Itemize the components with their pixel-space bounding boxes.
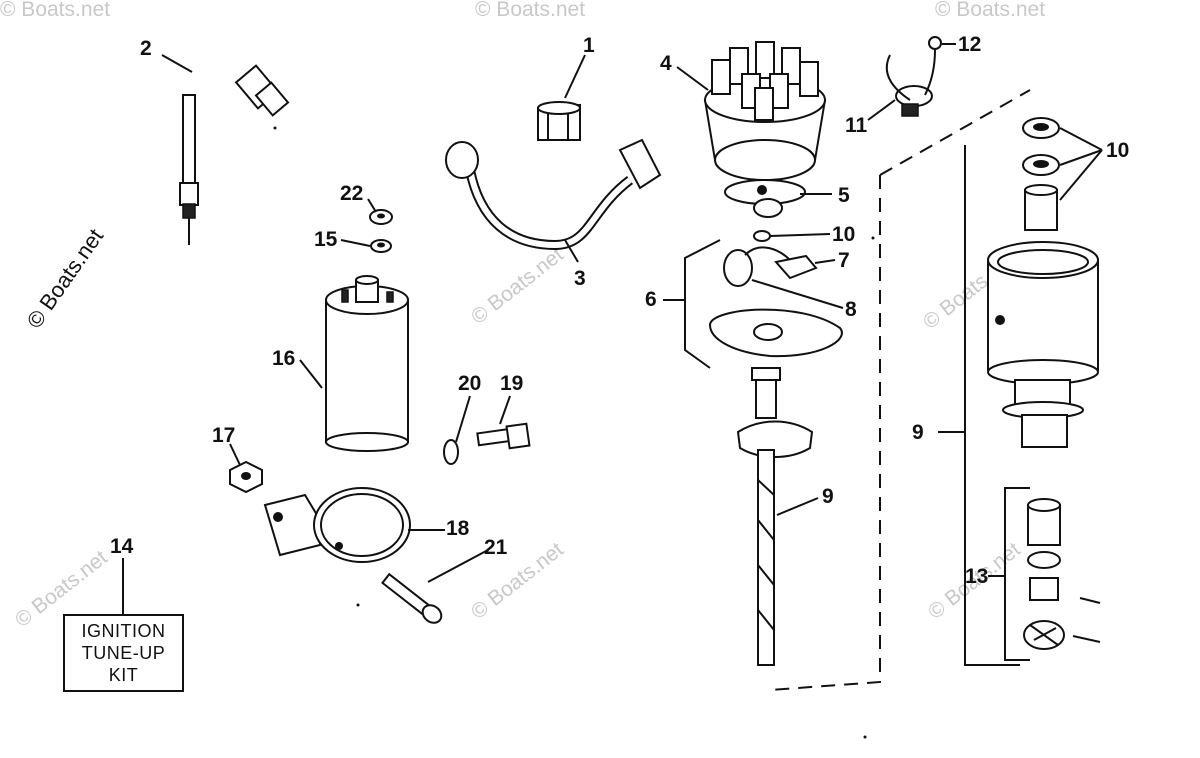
part-21-screw xyxy=(381,572,443,624)
part-18-coil-bracket xyxy=(263,487,411,563)
part-15-washer xyxy=(370,239,392,253)
callout-1: 1 xyxy=(583,34,595,57)
speck xyxy=(273,126,277,130)
callout-5: 5 xyxy=(838,184,850,207)
part-12-ground-lead xyxy=(924,36,942,96)
part-20-lock-washer xyxy=(443,439,459,465)
part-1-clip xyxy=(537,101,581,141)
callout-8: 8 xyxy=(845,298,857,321)
part-11-harness xyxy=(885,54,933,117)
callout-14: 14 xyxy=(110,535,134,558)
callout-17: 17 xyxy=(212,424,235,447)
callout-21: 21 xyxy=(484,536,508,559)
part-4-distributor-cap xyxy=(703,41,827,181)
watermark-bottom-center: © Boats.net xyxy=(467,538,568,624)
part-9-distributor-housing xyxy=(987,241,1099,448)
callout-10-center: 10 xyxy=(832,223,855,246)
callout-19: 19 xyxy=(500,372,523,395)
callout-9-center: 9 xyxy=(822,485,834,508)
callout-20: 20 xyxy=(458,372,481,395)
callout-15: 15 xyxy=(314,228,338,251)
bracket-6 xyxy=(684,239,721,369)
part-9-distributor-shaft xyxy=(736,367,814,666)
part-17-nut xyxy=(229,460,263,494)
callout-3: 3 xyxy=(574,267,586,290)
callout-9-right: 9 xyxy=(912,421,924,444)
watermark-top-left: © Boats.net xyxy=(0,0,110,21)
part-2-sensor-wire xyxy=(179,62,290,245)
callout-18: 18 xyxy=(446,517,470,540)
watermark-top-center: © Boats.net xyxy=(475,0,585,21)
part-19-bolt xyxy=(476,422,531,450)
callout-2: 2 xyxy=(140,37,152,60)
ignition-tune-up-kit-box: IGNITION TUNE-UP KIT xyxy=(63,614,184,692)
part-16-ignition-coil xyxy=(325,275,409,452)
part-10-small-clip xyxy=(753,230,771,242)
part-13-drive-gear-kit xyxy=(1023,498,1101,650)
callout-10-right: 10 xyxy=(1106,139,1129,162)
kit-box-line-2: TUNE-UP xyxy=(81,643,166,663)
kit-box-line-1: IGNITION xyxy=(81,621,166,641)
part-5-rotor xyxy=(724,179,806,218)
part-7-contact-points xyxy=(774,254,818,280)
callout-11: 11 xyxy=(845,114,868,137)
part-10-bushings xyxy=(1022,117,1060,231)
callout-numbers: 2 1 4 12 11 10 22 15 5 10 7 3 6 8 16 20 … xyxy=(110,33,1129,588)
assembly-dashed-line xyxy=(769,175,881,691)
watermark-top-right: © Boats.net xyxy=(935,0,1045,21)
speck xyxy=(871,236,875,240)
speck xyxy=(863,735,867,739)
callout-7: 7 xyxy=(838,249,850,272)
bracket-13 xyxy=(1004,487,1030,661)
bracket-9 xyxy=(964,145,1020,666)
watermark-side-label: © Boats.net xyxy=(22,224,109,333)
callout-6: 6 xyxy=(645,288,657,311)
leader-lines xyxy=(122,43,1103,614)
part-8-condenser xyxy=(723,246,791,287)
watermark-mid-center: © Boats.net xyxy=(467,243,568,329)
kit-box-line-3: KIT xyxy=(108,665,139,685)
watermarks: © Boats.net © Boats.net © Boats.net © Bo… xyxy=(0,0,1045,632)
assembly-dashed-line-top xyxy=(879,89,1031,176)
callout-16: 16 xyxy=(272,347,295,370)
part-22-nut xyxy=(369,209,393,225)
part-3-coil-lead xyxy=(445,138,662,251)
speck xyxy=(356,603,360,607)
callout-22: 22 xyxy=(340,182,363,205)
callout-12: 12 xyxy=(958,33,981,56)
part-6-breaker-plate xyxy=(708,308,843,358)
callout-4: 4 xyxy=(660,52,672,75)
callout-13: 13 xyxy=(965,565,988,588)
